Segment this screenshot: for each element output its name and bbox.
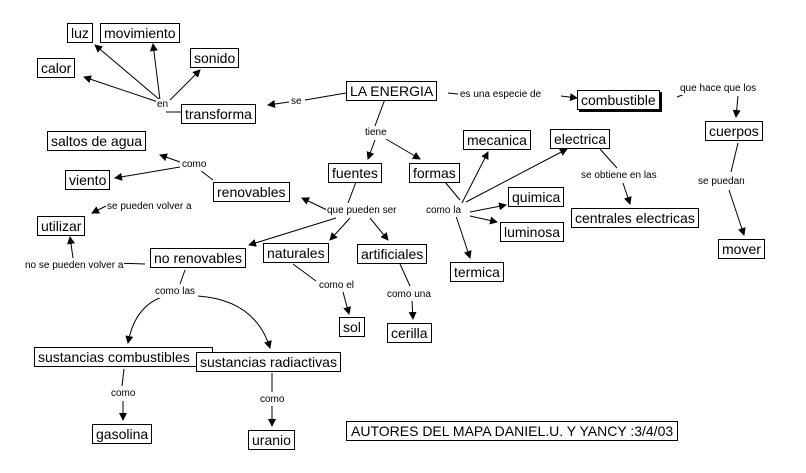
concept-luminosa: luminosa xyxy=(500,222,565,242)
arrow-como-saltos xyxy=(159,153,181,163)
concept-sustancias-combustibles: sustancias combustibles xyxy=(34,347,213,367)
link-como-las: como las xyxy=(154,286,197,298)
link-que-pueden-ser: que pueden ser xyxy=(326,205,398,217)
line-energia-se xyxy=(304,92,347,101)
arrow-novolver-utilizar xyxy=(67,236,75,259)
concept-naturales: naturales xyxy=(263,243,329,263)
arrow-comola-electrica xyxy=(465,148,568,203)
arrow-pueden-norenovables xyxy=(248,217,337,247)
arrow-en-calor xyxy=(83,75,159,103)
arrow-se-transforma xyxy=(267,100,290,108)
arrow-comola-quimica xyxy=(469,202,507,213)
arrow-pueden-renovables xyxy=(301,197,328,211)
link-como-gasolina: como xyxy=(110,388,137,400)
concept-cerilla: cerilla xyxy=(387,323,432,343)
concept-termica: termica xyxy=(450,262,504,282)
link-se-pueden-volver-a: se pueden volver a xyxy=(106,201,193,213)
arrow-en-luz xyxy=(94,44,161,101)
link-en: en xyxy=(156,99,170,111)
line-electrica-obtiene xyxy=(599,148,618,169)
authors-footer: AUTORES DEL MAPA DANIEL.U. Y YANCY :3/4/… xyxy=(346,421,679,441)
arrow-puedan-mover xyxy=(728,189,746,236)
link-como-renovables: como xyxy=(181,159,208,171)
concept-electrica: electrica xyxy=(550,129,611,149)
concept-fuentes: fuentes xyxy=(328,163,382,183)
concept-combustible: combustible xyxy=(577,90,660,110)
line-fuentes-pueden xyxy=(347,181,357,204)
line-renovables-como xyxy=(199,169,214,181)
link-se-puedan: se puedan xyxy=(697,176,746,188)
line-norenovables-comolas xyxy=(179,269,186,285)
link-es-una-especie-de: es una especie de xyxy=(459,89,543,101)
line-formas-comola xyxy=(444,181,461,201)
line-naturales-comoel xyxy=(292,263,317,282)
arrow-comola-mecanica xyxy=(461,151,489,204)
concept-quimica: quimica xyxy=(508,187,565,207)
arrow-pueden-artificiales xyxy=(369,217,389,241)
link-tiene: tiene xyxy=(364,127,388,139)
link-como-el: como el xyxy=(318,280,356,292)
concept-luz: luz xyxy=(67,23,93,43)
concept-sonido: sonido xyxy=(190,48,240,68)
arrow-obtiene-centrales xyxy=(622,182,632,205)
arrow-tiene-formas xyxy=(385,138,421,160)
arrow-pueden-naturales xyxy=(329,217,351,241)
arrow-como-viento xyxy=(114,166,181,181)
line-artificiales-comouna xyxy=(399,263,411,287)
concept-la-energia: LA ENERGIA xyxy=(346,81,438,101)
link-que-hace-que-los: que hace que los xyxy=(679,83,758,95)
concept-viento: viento xyxy=(65,170,111,190)
line-energia-tiene xyxy=(374,98,386,127)
link-se-obtiene-en-las: se obtiene en las xyxy=(580,170,658,182)
arrow-especie-combustible xyxy=(560,93,578,102)
arrow-comoel-sol xyxy=(342,291,352,315)
concept-formas: formas xyxy=(409,163,460,183)
line-combustibles-como xyxy=(121,368,125,387)
arrow-comola-termica xyxy=(455,215,472,259)
concept-uranio: uranio xyxy=(248,430,295,450)
arrow-en-sonido xyxy=(169,69,201,101)
concept-mover: mover xyxy=(718,239,765,259)
arrow-comola-luminosa xyxy=(469,215,498,225)
concept-movimiento: movimiento xyxy=(100,23,180,43)
arrow-en-movimiento xyxy=(149,43,161,101)
concept-renovables: renovables xyxy=(213,182,290,202)
concept-gasolina: gasolina xyxy=(92,424,153,444)
concept-cuerpos: cuerpos xyxy=(705,121,763,141)
link-como-uranio: como xyxy=(259,394,286,406)
concept-utilizar: utilizar xyxy=(37,216,86,236)
concept-calor: calor xyxy=(37,58,76,78)
concept-mecanica: mecanica xyxy=(463,130,531,150)
arrow-volver-utilizar xyxy=(91,205,107,214)
arrow-comouna-cerilla xyxy=(408,299,417,320)
concept-sol: sol xyxy=(339,317,365,337)
concept-transforma: transforma xyxy=(181,104,256,124)
arrow-tiene-fuentes xyxy=(366,139,376,160)
link-como-la: como la xyxy=(425,205,463,217)
concept-artificiales: artificiales xyxy=(357,244,428,264)
arrow-comolas-radiactivas xyxy=(197,295,272,349)
concept-saltos-de-agua: saltos de agua xyxy=(47,131,147,151)
arrow-hace-cuerpos xyxy=(732,95,741,118)
link-se: se xyxy=(290,96,303,108)
concept-no-renovables: no renovables xyxy=(150,248,246,268)
arrow-comolas-combustibles xyxy=(125,295,166,344)
link-no-se-pueden-volver-a: no se pueden volver a xyxy=(24,260,125,272)
line-energia-especie xyxy=(447,92,459,95)
line-cuerpos-puedan xyxy=(730,142,739,173)
link-como-una: como una xyxy=(386,289,432,301)
concept-centrales-electricas: centrales electricas xyxy=(571,208,699,228)
concept-sustancias-radiactivas: sustancias radiactivas xyxy=(196,352,341,372)
